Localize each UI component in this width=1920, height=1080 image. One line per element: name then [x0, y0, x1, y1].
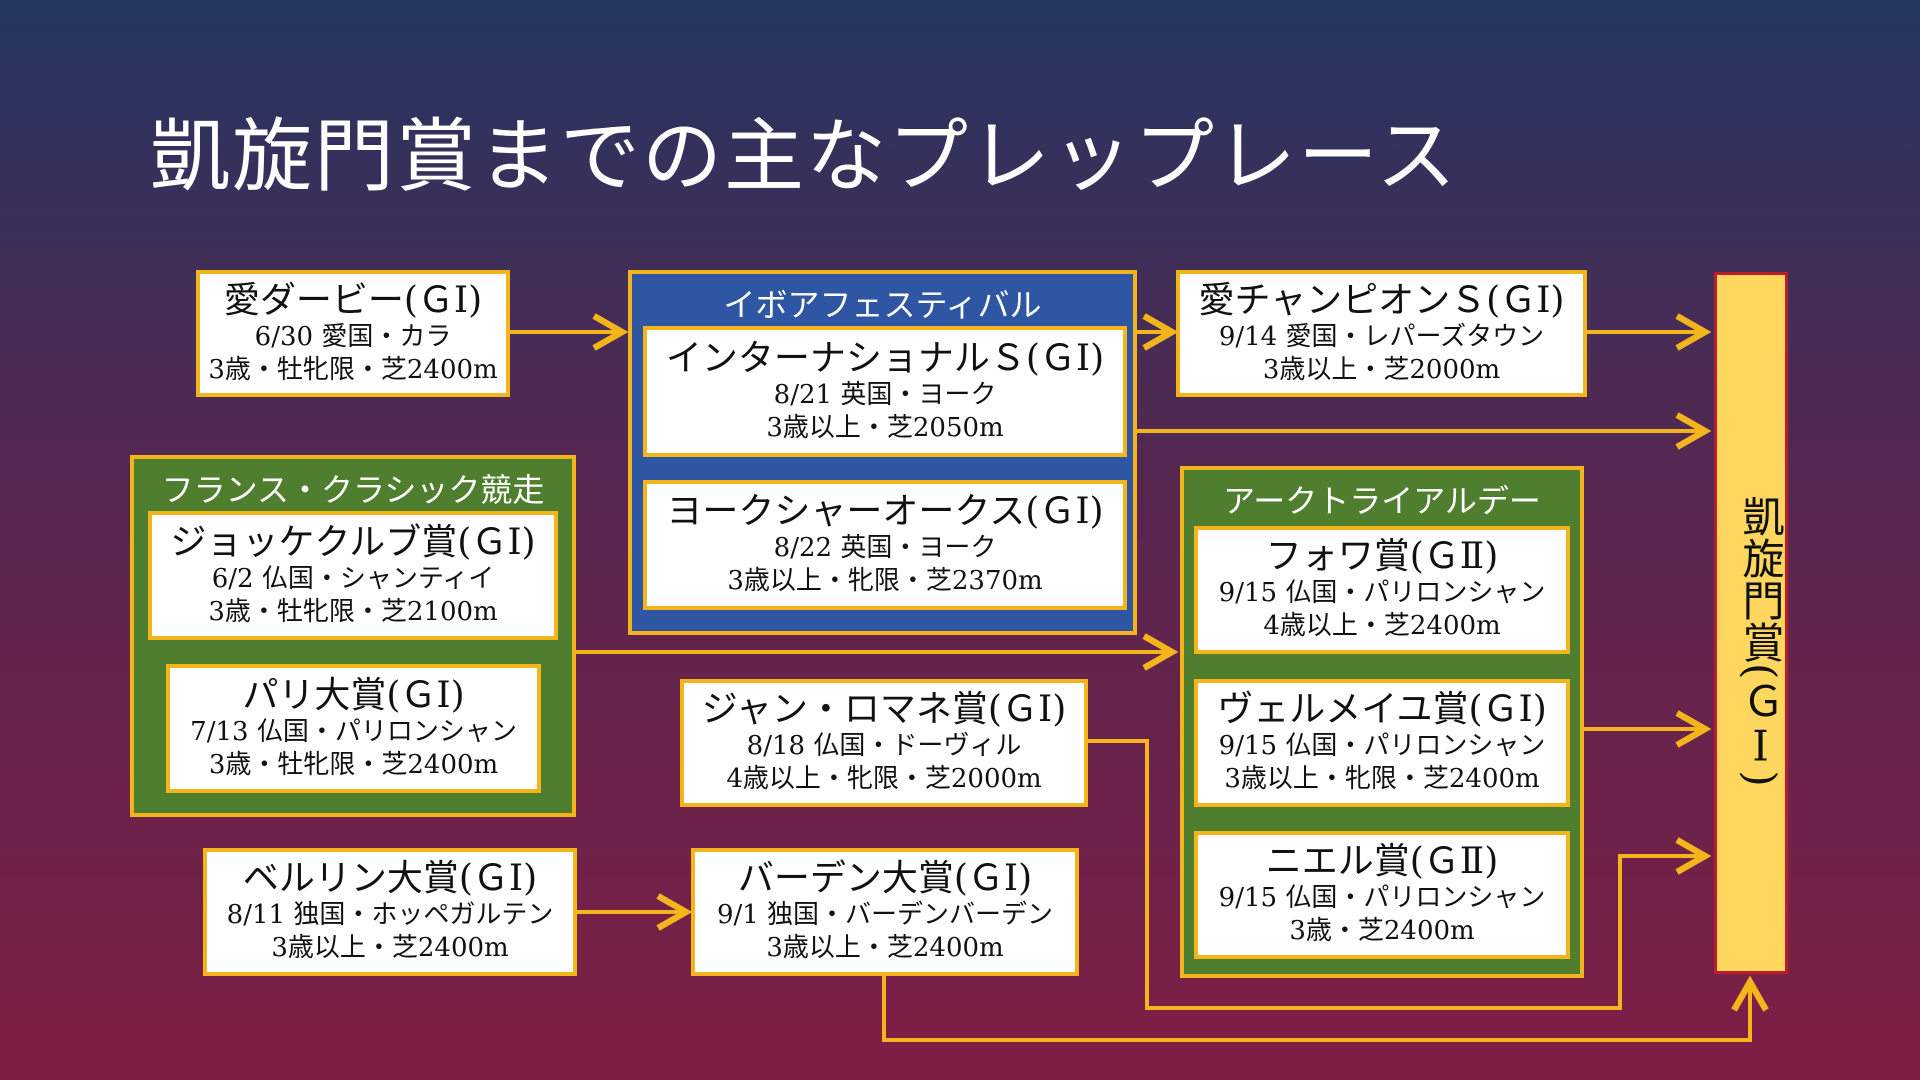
- race-conditions: 3歳・牡牝限・芝2100m: [208, 596, 498, 627]
- race-grosser-preis-von-berlin: ベルリン大賞(ＧⅠ) 8/11 独国・ホッペガルテン 3歳以上・芝2400m: [203, 848, 577, 976]
- target-arc-de-triomphe: 凱旋門賞(ＧⅠ): [1714, 272, 1788, 974]
- race-name: フォワ賞(ＧⅡ): [1265, 536, 1499, 577]
- race-name: ジョッケクルブ賞(ＧⅠ): [170, 521, 536, 563]
- race-jockey-club: ジョッケクルブ賞(ＧⅠ) 6/2 仏国・シャンティイ 3歳・牡牝限・芝2100m: [148, 511, 558, 640]
- race-prix-vermeille: ヴェルメイユ賞(ＧⅠ) 9/15 仏国・パリロンシャン 3歳以上・牝限・芝240…: [1194, 679, 1570, 807]
- race-irish-champion-stakes: 愛チャンピオンＳ(ＧⅠ) 9/14 愛国・レパーズタウン 3歳以上・芝2000m: [1176, 270, 1587, 397]
- page-title: 凱旋門賞までの主なプレップレース: [150, 110, 1458, 203]
- race-conditions: 4歳以上・牝限・芝2000m: [726, 764, 1042, 794]
- race-international-stakes: インターナショナルＳ(ＧⅠ) 8/21 英国・ヨーク 3歳以上・芝2050m: [643, 326, 1127, 457]
- race-date-venue: 9/15 仏国・パリロンシャン: [1218, 883, 1546, 913]
- race-date-venue: 8/22 英国・ヨーク: [773, 533, 997, 563]
- race-date-venue: 6/2 仏国・シャンティイ: [211, 563, 495, 594]
- race-name: ベルリン大賞(ＧⅠ): [242, 858, 538, 899]
- race-date-venue: 9/1 独国・バーデンバーデン: [716, 900, 1054, 930]
- race-grosser-preis-von-baden: バーデン大賞(ＧⅠ) 9/1 独国・バーデンバーデン 3歳以上・芝2400m: [691, 848, 1079, 976]
- race-date-venue: 7/13 仏国・パリロンシャン: [190, 716, 517, 747]
- race-name: パリ大賞(ＧⅠ): [242, 674, 465, 716]
- race-name: ジャン・ロマネ賞(ＧⅠ): [701, 689, 1067, 730]
- arrow-baden-to-arc: [882, 975, 1769, 1042]
- group-title: フランス・クラシック競走: [161, 471, 545, 509]
- race-date-venue: 9/15 仏国・パリロンシャン: [1218, 731, 1546, 761]
- group-title: アークトライアルデー: [1223, 482, 1541, 520]
- race-name: ニエル賞(ＧⅡ): [1265, 841, 1499, 882]
- race-name: バーデン大賞(ＧⅠ): [737, 858, 1033, 899]
- race-name: 愛チャンピオンＳ(ＧⅠ): [1198, 279, 1565, 321]
- race-date-venue: 8/11 独国・ホッペガルテン: [226, 900, 554, 930]
- race-conditions: 3歳以上・芝2050m: [766, 412, 1004, 443]
- race-conditions: 3歳・牡牝限・芝2400m: [208, 354, 498, 385]
- race-conditions: 3歳以上・芝2400m: [271, 933, 509, 963]
- race-date-venue: 6/30 愛国・カラ: [254, 321, 452, 352]
- race-grand-prix-de-paris: パリ大賞(ＧⅠ) 7/13 仏国・パリロンシャン 3歳・牡牝限・芝2400m: [166, 664, 541, 793]
- race-conditions: 3歳以上・牝限・芝2370m: [727, 566, 1043, 596]
- race-date-venue: 8/18 仏国・ドーヴィル: [746, 731, 1022, 761]
- race-conditions: 3歳以上・牝限・芝2400m: [1224, 764, 1540, 794]
- race-conditions: 3歳・芝2400m: [1289, 916, 1475, 946]
- race-name: インターナショナルＳ(ＧⅠ): [665, 337, 1105, 379]
- race-prix-niel: ニエル賞(ＧⅡ) 9/15 仏国・パリロンシャン 3歳・芝2400m: [1194, 831, 1570, 959]
- arrow-jean-romanet-to-arc: [1088, 739, 1712, 1010]
- race-conditions: 3歳・牡牝限・芝2400m: [208, 749, 499, 780]
- race-date-venue: 9/15 仏国・パリロンシャン: [1218, 578, 1546, 608]
- race-conditions: 3歳以上・芝2000m: [1262, 354, 1501, 385]
- race-irish-derby: 愛ダービー(ＧⅠ) 6/30 愛国・カラ 3歳・牡牝限・芝2400m: [196, 270, 510, 397]
- race-conditions: 3歳以上・芝2400m: [766, 933, 1004, 963]
- group-title: イボアフェスティバル: [723, 286, 1042, 324]
- race-yorkshire-oaks: ヨークシャーオークス(ＧⅠ) 8/22 英国・ヨーク 3歳以上・牝限・芝2370…: [643, 480, 1127, 610]
- target-label: 凱旋門賞(ＧⅠ): [1736, 495, 1785, 787]
- race-jean-romanet: ジャン・ロマネ賞(ＧⅠ) 8/18 仏国・ドーヴィル 4歳以上・牝限・芝2000…: [680, 679, 1088, 807]
- race-conditions: 4歳以上・芝2400m: [1263, 611, 1501, 641]
- race-date-venue: 9/14 愛国・レパーズタウン: [1218, 321, 1545, 352]
- race-name: ヴェルメイユ賞(ＧⅠ): [1217, 689, 1547, 730]
- race-prix-foy: フォワ賞(ＧⅡ) 9/15 仏国・パリロンシャン 4歳以上・芝2400m: [1194, 526, 1570, 654]
- race-date-venue: 8/21 英国・ヨーク: [773, 379, 997, 410]
- race-name: 愛ダービー(ＧⅠ): [223, 279, 483, 321]
- race-name: ヨークシャーオークス(ＧⅠ): [666, 491, 1104, 532]
